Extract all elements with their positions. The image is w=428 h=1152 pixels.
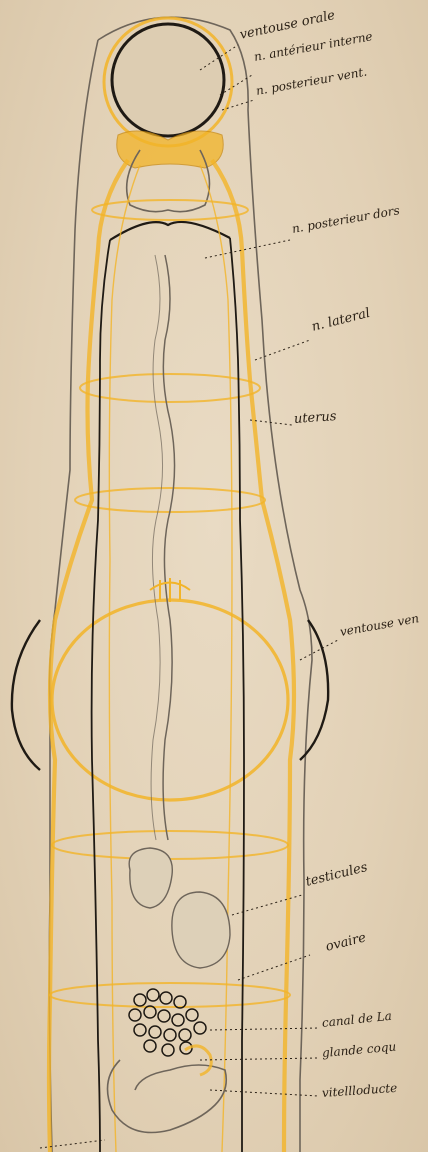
dorsal-nerve-right	[200, 165, 232, 1152]
gut-caecum-left	[92, 240, 110, 1152]
uterus-outer	[151, 255, 162, 840]
shell-gland	[185, 1046, 211, 1075]
intestine-bifurcation	[110, 222, 230, 240]
testis	[129, 848, 172, 908]
commissure-4	[52, 831, 288, 859]
commissure-2	[80, 374, 260, 402]
ovary	[172, 892, 230, 968]
oral-sucker	[112, 24, 224, 136]
gut-caecum-right	[230, 238, 244, 1152]
ventral-sucker-right-lip	[300, 620, 328, 760]
ventral-sucker-left-lip	[12, 620, 40, 770]
uterus	[163, 255, 174, 840]
label-uterus: uterus	[293, 409, 337, 427]
genital-nerve-knot	[150, 578, 190, 602]
